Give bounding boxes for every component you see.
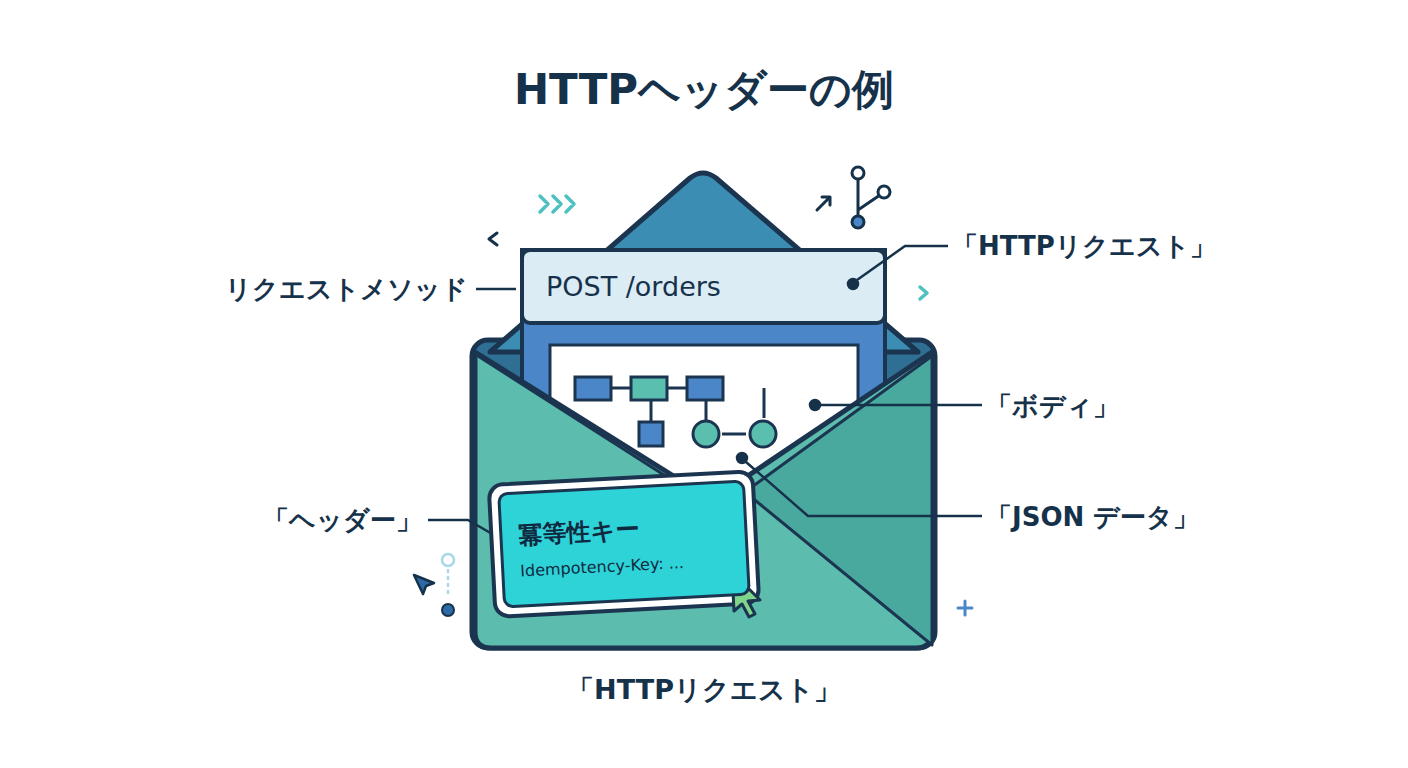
callout-label: 「HTTPリクエスト」 (952, 229, 1216, 264)
node-heading: POST /orders (546, 271, 721, 302)
callout-label: 「JSON データ」 (986, 500, 1199, 535)
title: HTTPヘッダーの例 (514, 62, 894, 118)
header-band: POST /orders (526, 254, 881, 319)
tag-box: 冪等性キーIdempotency-Key: ... (497, 480, 751, 609)
node-heading: 冪等性キー (518, 508, 729, 551)
callout-label: リクエストメソッド (225, 272, 468, 307)
caption: 「HTTPリクエスト」 (567, 672, 841, 708)
callout-label: 「ボディ」 (986, 389, 1119, 424)
node-body: Idempotency-Key: ... (520, 550, 731, 580)
callout-label: 「ヘッダー」 (263, 503, 422, 538)
